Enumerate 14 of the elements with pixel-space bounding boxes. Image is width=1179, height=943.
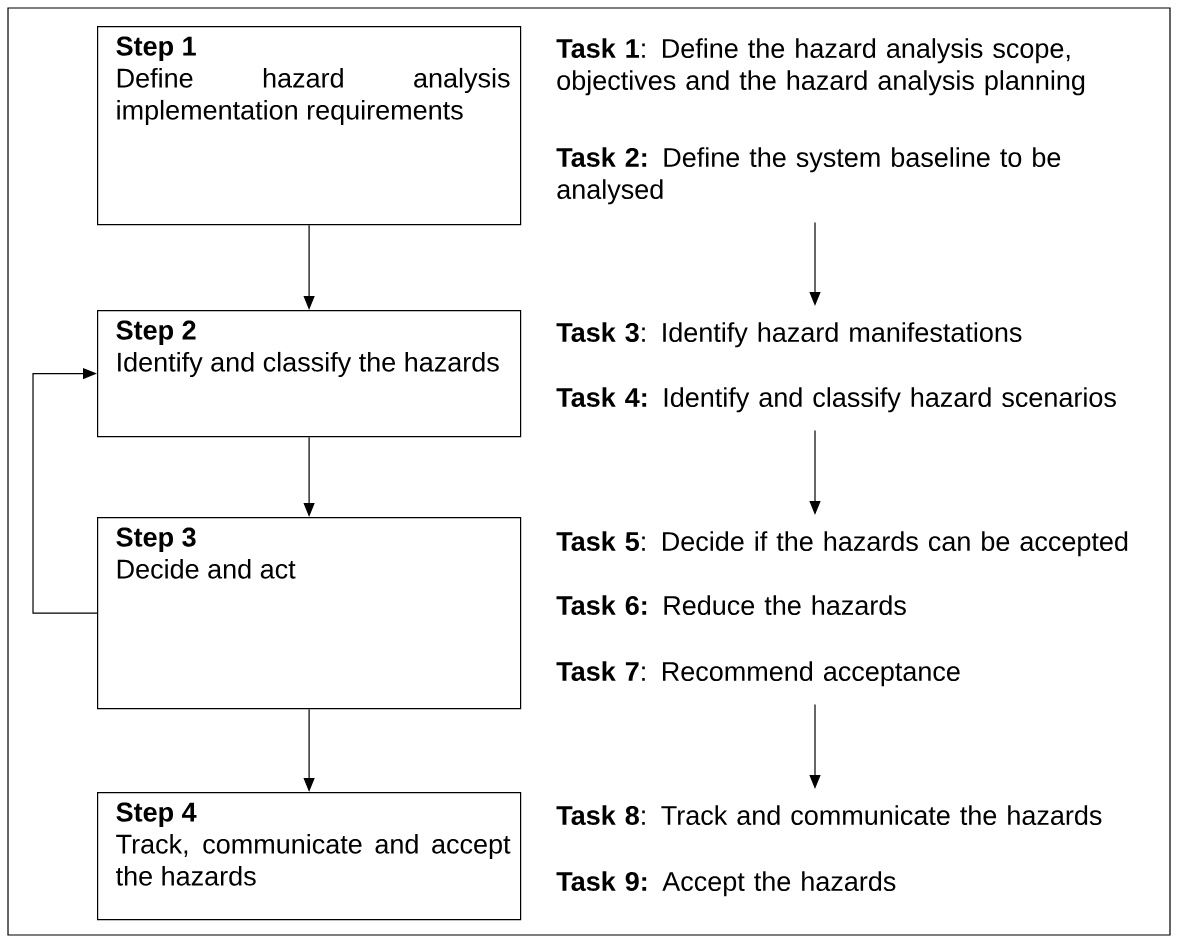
task-text: Task 9: Accept the hazards (556, 871, 896, 897)
task-text: Task 7: Recommend acceptance (556, 661, 960, 687)
task-text: Task 5: Decide if the hazards can be accepted (556, 531, 1128, 557)
task-text: Task 2: Define the system baseline to be analysed (556, 147, 1061, 205)
step-box: Step 3 Decide and act (97, 517, 522, 710)
step-box: Step 1 Define hazard analysis implementation requirements (97, 26, 522, 226)
task-text: Task 3: Identify hazard manifestations (556, 322, 1022, 348)
task-text: Task 4: Identify and classify hazard scenarios (556, 387, 1116, 413)
arrow (32, 367, 98, 614)
task-text: Task 8: Track and communicate the hazards (556, 805, 1102, 826)
step-box: Step 2 Identify and classify the hazards (97, 310, 522, 438)
task-text: Task 6: Reduce the hazards (556, 595, 906, 616)
task-text: Task 1: Define the hazard analysis scope, objectives and the hazard analysis planning (556, 38, 1085, 96)
step-box: Step 4 Track, communicate and accept the hazards (97, 792, 522, 921)
